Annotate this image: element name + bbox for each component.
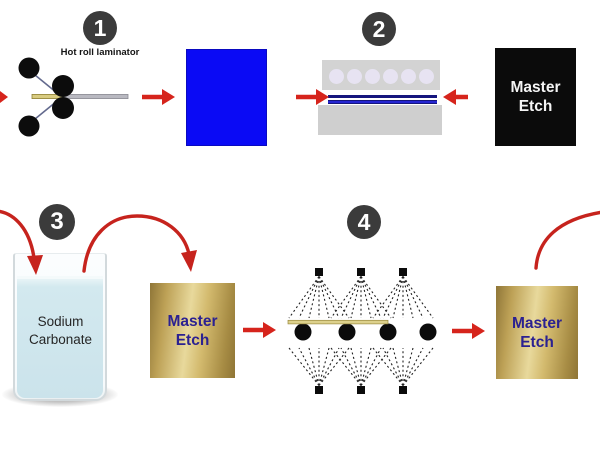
step-1-number: 1: [93, 14, 107, 41]
step-2-number: 2: [372, 15, 386, 42]
nip-roller-icon: [52, 97, 74, 119]
step-4-number: 4: [357, 208, 371, 235]
curved-arrow-exit-icon: [534, 210, 600, 270]
heater-roller-icon: [365, 69, 380, 84]
conveyor-roller-icon: [379, 323, 397, 341]
laminated-film-layer-top: [328, 95, 437, 98]
arrow-into-laminator-icon: [0, 91, 8, 103]
master-etch-gold-panel-1: Master Etch: [150, 283, 235, 378]
step-3-badge: 3: [39, 204, 75, 240]
beaker-label-line2: Carbonate: [28, 332, 93, 347]
heater-roller-icon: [329, 69, 344, 84]
laminate-output-line: [63, 94, 129, 100]
master-etch-gold1-line1: Master: [167, 312, 218, 330]
master-etch-black-line2: Etch: [518, 98, 553, 115]
spray-fan-bottom: [288, 347, 434, 386]
heater-roller-icon: [401, 69, 416, 84]
master-etch-gold-panel-2: Master Etch: [496, 286, 578, 379]
hot-roll-laminator-icon: [18, 57, 129, 137]
beaker-label: Sodium Carbonate: [13, 313, 108, 349]
supply-roller-icon: [18, 57, 40, 79]
step-4-badge: 4: [347, 205, 381, 239]
spray-nozzle-icon: [357, 268, 365, 276]
spray-nozzle-icon: [357, 386, 365, 394]
etched-board-line: [287, 319, 389, 325]
heater-roller-icon: [347, 69, 362, 84]
step-1-badge: 1: [83, 11, 117, 45]
master-etch-gold2-line1: Master: [512, 314, 562, 332]
spray-nozzle-icon: [315, 386, 323, 394]
heater-roller-icon: [383, 69, 398, 84]
master-etch-gold2-line2: Etch: [520, 333, 554, 351]
master-etch-black-panel: Master Etch: [495, 48, 576, 146]
conveyor-roller-icon: [338, 323, 356, 341]
heater-roller-icon: [419, 69, 434, 84]
beaker-liquid: [17, 276, 103, 398]
master-etch-black-line1: Master: [510, 79, 561, 96]
beaker-label-line1: Sodium: [37, 314, 84, 329]
arrow-gold1-to-spray-icon: [243, 322, 276, 338]
spray-nozzle-icon: [399, 386, 407, 394]
step-2-badge: 2: [362, 12, 396, 46]
spray-etch-icon: [287, 268, 437, 394]
spray-fan-top: [288, 276, 434, 319]
arrow-laminator-to-film-icon: [142, 89, 175, 105]
conveyor-roller-icon: [294, 323, 312, 341]
press-bottom-plate: [318, 105, 442, 135]
laminator-press: [318, 60, 442, 135]
conveyor-roller-icon: [419, 323, 437, 341]
dry-film-panel: [186, 49, 267, 146]
arrow-spray-to-gold2-icon: [452, 323, 485, 339]
press-right-pressure-arrow-icon: [443, 89, 468, 105]
hot-roll-laminator-label: Hot roll laminator: [60, 47, 140, 58]
spray-nozzle-icon: [315, 268, 323, 276]
nip-roller-icon: [52, 75, 74, 97]
laminated-film-layer-bottom: [328, 99, 437, 104]
spray-nozzle-icon: [399, 268, 407, 276]
supply-roller-icon: [18, 115, 40, 137]
step-3-number: 3: [50, 208, 64, 235]
master-etch-gold1-line2: Etch: [175, 331, 210, 349]
